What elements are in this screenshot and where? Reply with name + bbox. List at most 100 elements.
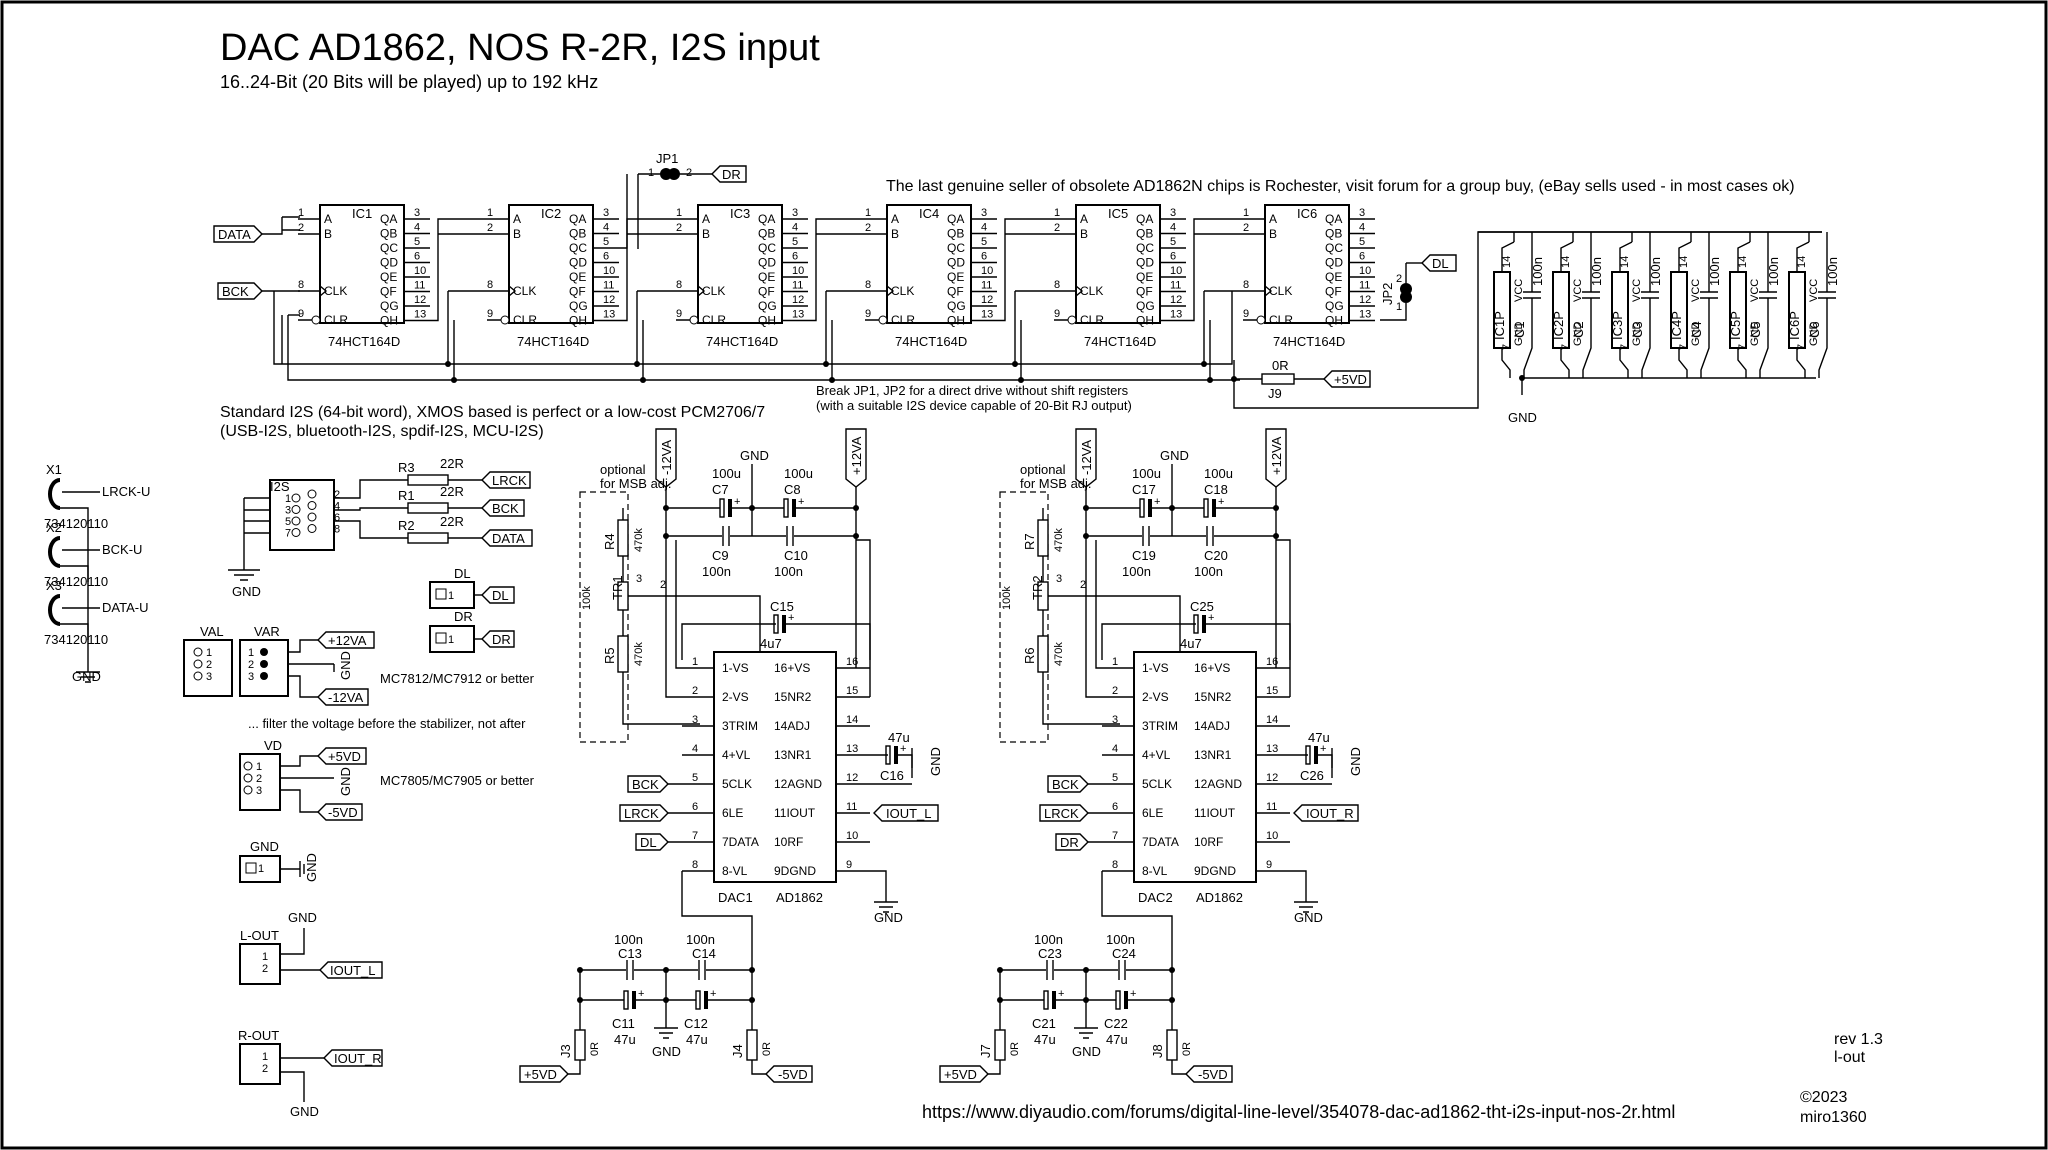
svg-text:100n: 100n	[774, 564, 803, 579]
svg-text:8: 8	[692, 859, 698, 871]
svg-text:A: A	[513, 212, 521, 226]
svg-text:LRCK: LRCK	[624, 806, 659, 821]
svg-text:C1: C1	[1512, 321, 1527, 338]
svg-text:BCK: BCK	[1052, 777, 1079, 792]
svg-text:12: 12	[1359, 294, 1371, 306]
svg-text:4: 4	[1112, 743, 1118, 755]
svg-text:CLR: CLR	[1080, 313, 1104, 327]
svg-text:R7: R7	[1022, 533, 1037, 550]
svg-text:-5VD: -5VD	[328, 805, 358, 820]
dl-output-port: DL	[1421, 254, 1457, 272]
connector-dl: DL 1 DL	[429, 566, 515, 609]
jumper-note-line-2: (with a suitable I2S device capable of 2…	[816, 398, 1132, 413]
svg-text:8: 8	[865, 279, 871, 291]
svg-text:8: 8	[676, 279, 682, 291]
svg-text:3: 3	[603, 207, 609, 219]
svg-text:1: 1	[248, 647, 254, 659]
svg-text:C13: C13	[618, 946, 642, 961]
svg-text:QD: QD	[758, 256, 776, 270]
svg-text:0R: 0R	[589, 1042, 601, 1056]
svg-text:GND: GND	[1348, 747, 1363, 776]
svg-text:10: 10	[414, 265, 426, 277]
i2s-pin-1: 1	[285, 493, 291, 505]
svg-text:4u7: 4u7	[1180, 636, 1202, 651]
svg-text:QB: QB	[1325, 227, 1342, 241]
svg-text:CLK: CLK	[1269, 284, 1292, 298]
svg-text:VCC: VCC	[1690, 279, 1702, 302]
resistor-r3: R3 22R	[334, 456, 482, 499]
svg-text:8: 8	[1112, 859, 1118, 871]
svg-text:C25: C25	[1190, 599, 1214, 614]
svg-text:13NR1: 13NR1	[774, 748, 812, 762]
svg-text:IC1: IC1	[352, 206, 372, 221]
svg-text:+12VA: +12VA	[1269, 436, 1284, 475]
svg-text:13: 13	[603, 309, 615, 321]
svg-text:QA: QA	[569, 212, 586, 226]
svg-text:22R: 22R	[440, 514, 464, 529]
svg-text:QD: QD	[380, 256, 398, 270]
svg-text:1-VS: 1-VS	[722, 661, 749, 675]
svg-text:-5VD: -5VD	[778, 1067, 808, 1082]
svg-text:0R: 0R	[1009, 1042, 1021, 1056]
svg-text:GND: GND	[250, 839, 279, 854]
svg-text:QF: QF	[380, 285, 397, 299]
svg-text:9: 9	[1266, 859, 1272, 871]
svg-text:47u: 47u	[614, 1032, 636, 1047]
svg-text:7: 7	[1796, 344, 1808, 350]
svg-text:2: 2	[298, 222, 304, 234]
svg-text:2: 2	[487, 222, 493, 234]
i2s-pin-4: 4	[334, 501, 340, 513]
svg-text:2: 2	[1112, 685, 1118, 697]
svg-text:3TRIM: 3TRIM	[722, 719, 758, 733]
svg-text:QA: QA	[947, 212, 964, 226]
svg-text:11: 11	[1266, 801, 1277, 813]
svg-text:QE: QE	[569, 270, 586, 284]
svg-text:3: 3	[692, 714, 698, 726]
svg-text:A: A	[1080, 212, 1088, 226]
svg-text:JP2: JP2	[1380, 283, 1395, 305]
svg-text:2: 2	[676, 222, 682, 234]
jumper-jp1[interactable]: JP1 1 2	[637, 151, 712, 249]
connector-val: VAL 1 2 3	[183, 624, 233, 697]
svg-text:7: 7	[1678, 344, 1690, 350]
svg-text:3: 3	[248, 671, 254, 683]
i2s-pin-7: 7	[285, 528, 291, 540]
i2s-pin-8: 8	[334, 524, 340, 536]
svg-text:GND: GND	[1690, 322, 1702, 347]
data-input-port: DATA	[213, 225, 263, 243]
jumper-jp2[interactable]: JP2 1 2	[1380, 262, 1422, 321]
m5vd-port: -5VD	[317, 803, 363, 821]
svg-text:10: 10	[981, 265, 993, 277]
svg-text:R6: R6	[1022, 647, 1037, 664]
svg-text:100u: 100u	[784, 466, 813, 481]
svg-text:J3: J3	[558, 1044, 573, 1058]
svg-text:C10: C10	[784, 548, 808, 563]
svg-text:9: 9	[865, 308, 871, 320]
svg-text:14ADJ: 14ADJ	[774, 719, 810, 733]
svg-text:3: 3	[792, 207, 798, 219]
svg-text:GND: GND	[1513, 322, 1525, 347]
svg-text:3: 3	[206, 671, 212, 683]
author: miro1360	[1800, 1109, 1867, 1126]
svg-text:B: B	[513, 227, 521, 241]
svg-text:3: 3	[1112, 714, 1118, 726]
i2s-pin-6: 6	[334, 512, 340, 524]
svg-text:DL: DL	[492, 588, 509, 603]
svg-text:QF: QF	[758, 285, 775, 299]
svg-text:3: 3	[256, 785, 262, 797]
dac-p5vd-port: +5VD	[939, 1065, 989, 1083]
svg-text:1: 1	[648, 167, 654, 179]
svg-text:100n: 100n	[702, 564, 731, 579]
svg-text:C12: C12	[684, 1016, 708, 1031]
i2s-header: I2S	[269, 479, 335, 551]
svg-text:IOUT_R: IOUT_R	[334, 1051, 382, 1066]
dac-data-port: DL	[635, 833, 669, 851]
svg-text:QB: QB	[380, 227, 397, 241]
svg-text:GND: GND	[1072, 1044, 1101, 1059]
svg-text:470k: 470k	[1053, 528, 1065, 552]
svg-text:11: 11	[981, 280, 992, 292]
forum-url[interactable]: https://www.diyaudio.com/forums/digital-…	[922, 1102, 1675, 1122]
